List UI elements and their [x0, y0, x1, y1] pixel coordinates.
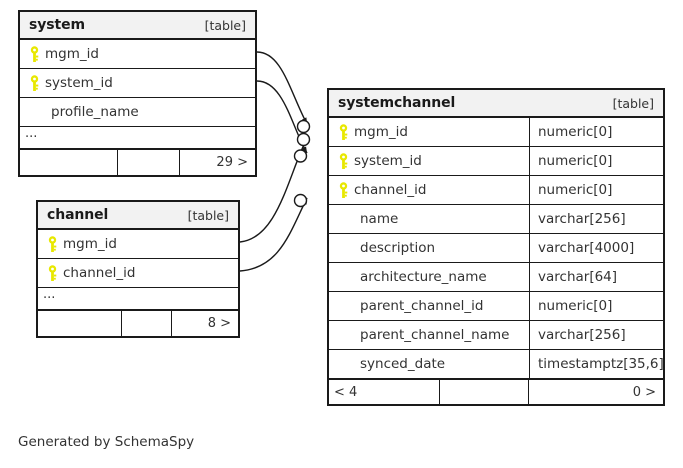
column-name-cell: mgm_id — [38, 230, 238, 258]
relationship-line-system-mgmid — [256, 51, 308, 125]
table-row[interactable]: mgm_id numeric[0] — [329, 118, 663, 147]
relationship-endpoint-circle — [296, 119, 311, 134]
column-label: mgm_id — [45, 46, 99, 62]
column-label: system_id — [45, 75, 113, 91]
footer-right-relation-count[interactable]: 29 > — [216, 155, 248, 170]
table-row[interactable]: synced_date timestamptz[35,6] — [329, 350, 664, 379]
column-type: varchar[4000] — [529, 234, 663, 262]
table-row[interactable]: parent_channel_name varchar[256] — [329, 321, 663, 350]
column-type: numeric[0] — [529, 118, 663, 146]
table-system-footer: 29 > — [20, 150, 255, 175]
table-system-kind: [table] — [204, 17, 246, 33]
table-row[interactable]: parent_channel_id numeric[0] — [329, 292, 663, 321]
table-row[interactable]: channel_id numeric[0] — [329, 176, 663, 205]
footer-left — [20, 150, 118, 175]
column-label: profile_name — [51, 104, 139, 120]
primary-key-icon — [339, 152, 348, 169]
column-label: channel_id — [354, 182, 427, 198]
column-type: numeric[0] — [529, 292, 663, 320]
column-label: architecture_name — [360, 269, 487, 285]
relationship-line-channel-channelid — [239, 197, 308, 272]
column-label: parent_channel_name — [360, 327, 510, 343]
table-system-more-columns: ... — [20, 127, 255, 150]
table-channel-more-columns: ... — [38, 288, 238, 311]
table-row[interactable]: system_id — [20, 69, 255, 98]
column-type: varchar[64] — [529, 263, 663, 291]
primary-key-icon — [339, 181, 348, 198]
table-system[interactable]: system [table] mgm_id — [18, 10, 257, 177]
table-row[interactable]: architecture_name varchar[64] — [329, 263, 663, 292]
primary-key-icon — [30, 74, 39, 91]
column-label: parent_channel_id — [360, 298, 484, 314]
column-name-cell: name — [329, 205, 529, 233]
column-label: description — [360, 240, 436, 256]
column-name-cell: parent_channel_name — [329, 321, 529, 349]
table-row[interactable]: description varchar[4000] — [329, 234, 663, 263]
column-name-cell: channel_id — [329, 176, 529, 204]
column-name-cell: parent_channel_id — [329, 292, 529, 320]
footer-right-relation-count[interactable]: 0 > — [632, 384, 656, 400]
table-channel-title: channel — [47, 207, 109, 223]
footer-right-relation-count[interactable]: 8 > — [207, 316, 231, 331]
relationship-line-system-systemid — [256, 80, 308, 154]
column-name-cell: system_id — [20, 69, 255, 97]
column-name-cell: description — [329, 234, 529, 262]
relationship-endpoint-circle — [296, 132, 311, 147]
column-name-cell: profile_name — [20, 98, 255, 126]
table-systemchannel-kind: [table] — [612, 95, 654, 111]
column-name-cell: mgm_id — [329, 118, 529, 146]
footer-middle — [118, 150, 180, 175]
footer-middle — [440, 380, 529, 404]
column-label: system_id — [354, 153, 422, 169]
table-row[interactable]: channel_id — [38, 259, 238, 288]
column-label: name — [360, 211, 399, 227]
primary-key-icon — [48, 235, 57, 252]
table-row[interactable]: mgm_id — [38, 230, 238, 259]
footer-left — [38, 311, 122, 336]
table-systemchannel-title: systemchannel — [338, 95, 456, 111]
column-label: mgm_id — [354, 124, 408, 140]
column-label: channel_id — [63, 265, 136, 281]
table-system-header: system [table] — [20, 12, 255, 40]
primary-key-icon — [30, 45, 39, 62]
column-type: numeric[0] — [529, 147, 663, 175]
generated-by-credit: Generated by SchemaSpy — [18, 434, 195, 450]
table-row[interactable]: profile_name — [20, 98, 255, 127]
primary-key-icon — [48, 264, 57, 281]
table-channel-header: channel [table] — [38, 202, 238, 230]
table-systemchannel[interactable]: systemchannel [table] mgm_id numeric[0] — [327, 88, 665, 406]
column-name-cell: mgm_id — [20, 40, 255, 68]
column-label: synced_date — [360, 356, 446, 372]
column-type: varchar[256] — [529, 205, 663, 233]
relationship-endpoint-circle — [293, 149, 308, 163]
footer-left-relation-count[interactable]: < 4 — [329, 380, 440, 404]
table-channel-footer: 8 > — [38, 311, 238, 336]
column-name-cell: synced_date — [329, 350, 529, 378]
table-systemchannel-footer: < 4 0 > — [329, 379, 663, 404]
column-type: numeric[0] — [529, 176, 663, 204]
table-row[interactable]: system_id numeric[0] — [329, 147, 663, 176]
column-type: varchar[256] — [529, 321, 663, 349]
table-system-title: system — [29, 17, 85, 33]
table-systemchannel-header: systemchannel [table] — [329, 90, 663, 118]
footer-middle — [122, 311, 172, 336]
column-name-cell: system_id — [329, 147, 529, 175]
table-channel[interactable]: channel [table] mgm_id — [36, 200, 240, 338]
column-name-cell: channel_id — [38, 259, 238, 287]
column-label: mgm_id — [63, 236, 117, 252]
table-channel-kind: [table] — [187, 207, 229, 223]
table-row[interactable]: mgm_id — [20, 40, 255, 69]
table-row[interactable]: name varchar[256] — [329, 205, 663, 234]
column-type: timestamptz[35,6] — [529, 350, 664, 378]
relationship-endpoint-circle — [293, 193, 308, 208]
primary-key-icon — [339, 123, 348, 140]
column-name-cell: architecture_name — [329, 263, 529, 291]
